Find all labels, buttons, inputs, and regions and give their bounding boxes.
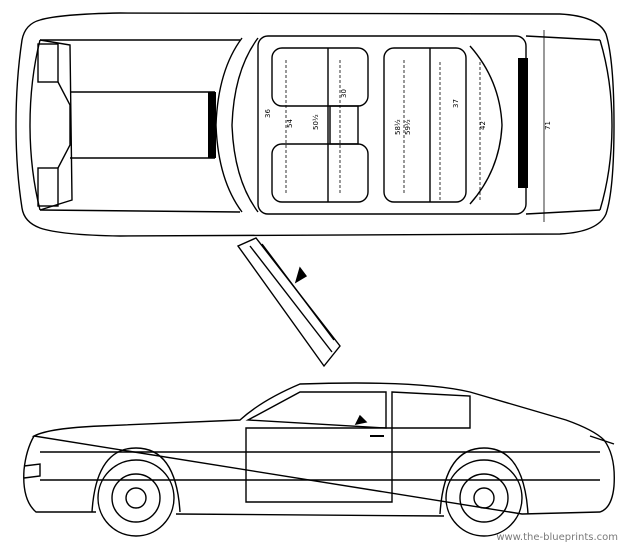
dim-rear-legroom: 30: [340, 89, 348, 98]
door-panel-view: [236, 237, 341, 368]
side-door: [245, 427, 393, 503]
windshield: [215, 37, 243, 213]
dim-front-hip: 59½: [404, 119, 412, 135]
left-headlight: [37, 43, 59, 83]
top-view-body-outline: [15, 12, 615, 237]
side-view-body-outline: [23, 382, 615, 517]
rear-seat: [383, 47, 467, 203]
right-headlight: [37, 167, 59, 207]
watermark: www.the-blueprints.com: [496, 532, 618, 543]
dim-rear-hip: 50½: [312, 114, 320, 130]
side-windows: [245, 391, 387, 429]
front-bumper: [29, 39, 41, 211]
dim-overall-width: 71: [544, 121, 552, 130]
front-wheel: [97, 459, 175, 537]
dim-rear-shoulder: 54: [286, 119, 294, 128]
top-view-grille-hatching: [208, 58, 528, 188]
interior-dimension-labels: 42 37 58½ 59½ 54 50½ 36 30 71: [264, 89, 552, 135]
side-view: [23, 382, 615, 537]
dim-front-headroom: 37: [452, 99, 460, 108]
front-seat-left: [271, 47, 369, 107]
front-seat-right: [271, 143, 369, 203]
dim-rear-headroom: 36: [264, 109, 272, 118]
rear-window: [469, 45, 503, 205]
rear-wheel: [445, 459, 523, 537]
dim-front-legroom: 42: [479, 121, 487, 130]
console: [329, 105, 359, 145]
dim-front-shoulder: 58½: [394, 119, 402, 135]
